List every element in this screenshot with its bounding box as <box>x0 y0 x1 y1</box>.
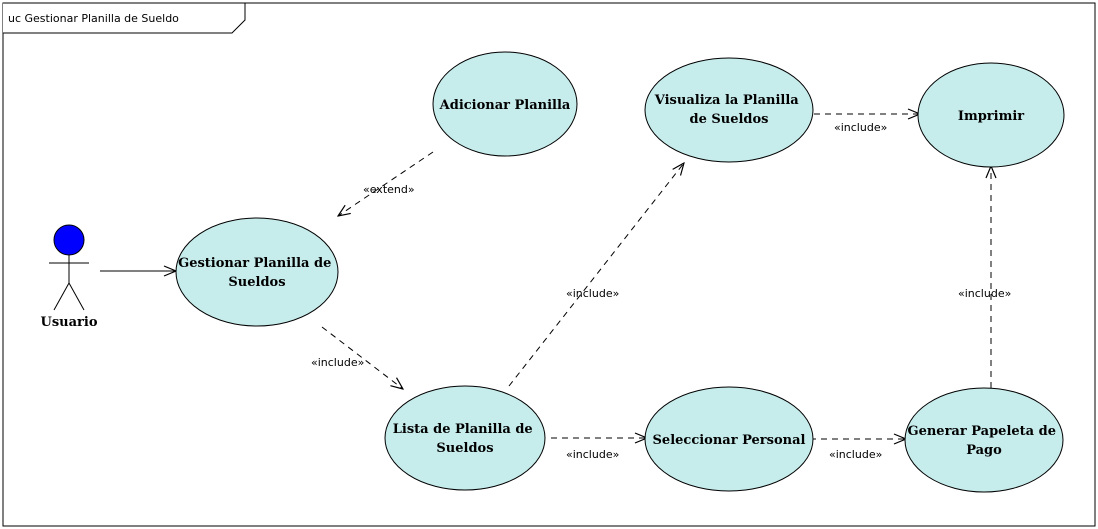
usecase-label: Gestionar Planilla de Sueldos <box>178 256 336 290</box>
actor-leg-left <box>53 282 70 311</box>
usecase-label: Lista de Planilla de Sueldos <box>393 422 537 456</box>
frame-title: uc Gestionar Planilla de Sueldo <box>8 12 179 25</box>
usecase-imprimir[interactable]: Imprimir <box>917 62 1065 168</box>
include-label-seleccionar-generar: «include» <box>829 448 882 461</box>
include-label-gestionar-lista: «include» <box>311 356 364 369</box>
include-label-lista-seleccionar: «include» <box>566 448 619 461</box>
usecase-ellipse <box>644 386 814 492</box>
usecase-ellipse <box>904 387 1064 493</box>
actor-leg-right <box>68 282 85 311</box>
frame-title-tab <box>3 2 246 34</box>
include-lista-visualiza <box>508 163 684 387</box>
usecase-label: Imprimir <box>958 109 1024 124</box>
include-label-visualiza-imprimir: «include» <box>834 121 887 134</box>
usecase-ellipse <box>644 57 814 163</box>
usecase-visualiza-planilla[interactable]: Visualiza la Planilla de Sueldos <box>644 57 814 163</box>
actor-usuario[interactable]: Usuario <box>41 224 98 330</box>
usecase-generar-papeleta[interactable]: Generar Papeleta de Pago <box>904 387 1064 493</box>
usecase-label: Seleccionar Personal <box>653 433 806 448</box>
usecase-ellipse <box>175 217 339 327</box>
usecase-label: Visualiza la Planilla de Sueldos <box>654 93 803 127</box>
usecase-seleccionar-personal[interactable]: Seleccionar Personal <box>644 386 814 492</box>
extend-label: «extend» <box>363 183 415 196</box>
extend-adicionar-gestionar <box>338 151 434 216</box>
usecase-label: Generar Papeleta de Pago <box>907 424 1060 458</box>
usecase-adicionar-planilla[interactable]: Adicionar Planilla <box>432 51 578 157</box>
usecase-lista-planilla[interactable]: Lista de Planilla de Sueldos <box>384 385 546 491</box>
usecase-label: Adicionar Planilla <box>439 98 571 113</box>
actor-head <box>53 224 85 256</box>
usecase-ellipse <box>917 62 1065 168</box>
actor-label: Usuario <box>41 315 98 330</box>
usecase-ellipse <box>384 385 546 491</box>
include-label-generar-imprimir: «include» <box>958 287 1011 300</box>
usecase-gestionar-planilla[interactable]: Gestionar Planilla de Sueldos <box>175 217 339 327</box>
include-label-lista-visualiza: «include» <box>566 287 619 300</box>
usecase-ellipse <box>432 51 578 157</box>
